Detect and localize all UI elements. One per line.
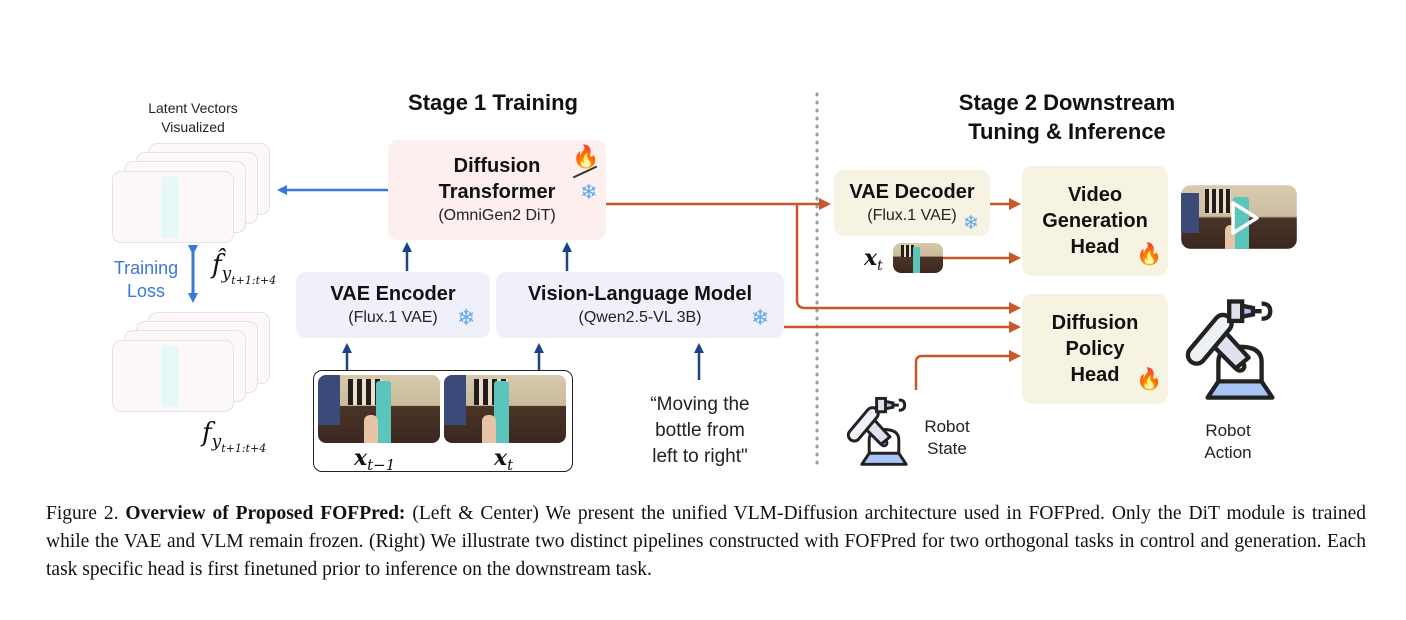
robot-arm-icon bbox=[1185, 292, 1294, 406]
target-flow-symbol: fyt+1:t+4 bbox=[202, 418, 266, 455]
policy-head-line1: Diffusion bbox=[1051, 312, 1139, 334]
dit-title-line2: Transformer bbox=[438, 181, 556, 203]
frame-label-current: xt bbox=[494, 445, 514, 474]
pred-f: f̂ bbox=[212, 250, 222, 280]
prompt-line3: left to right" bbox=[652, 446, 748, 467]
stage2-title-line2: Tuning & Inference bbox=[968, 119, 1166, 144]
stage2-title-line1: Stage 2 Downstream bbox=[958, 90, 1176, 115]
vae-decoder-subtitle: (Flux.1 VAE) bbox=[867, 207, 957, 224]
caption-body: (Left & Center) We present the unified V… bbox=[46, 503, 1366, 580]
snowflake-icon: ❄ bbox=[963, 213, 979, 234]
vae-decoder-title: VAE Decoder bbox=[849, 181, 975, 203]
predicted-latent-stack bbox=[112, 143, 272, 243]
target-latent-stack bbox=[112, 312, 272, 412]
fire-icon: 🔥 bbox=[1136, 243, 1163, 266]
latent-label-line2: Visualized bbox=[161, 119, 225, 135]
fire-icon: 🔥 bbox=[1136, 368, 1163, 391]
latent-label-line1: Latent Vectors bbox=[148, 100, 238, 116]
caption-bold-title: Overview of Proposed FOFPred: bbox=[125, 503, 406, 524]
arrow-dit-to-policy-head bbox=[795, 204, 1021, 314]
frame-prev-x: x bbox=[354, 445, 368, 471]
gt-sub: y bbox=[211, 432, 222, 452]
caption-figure-label: Figure 2. bbox=[46, 503, 119, 524]
dit-title-line1: Diffusion bbox=[453, 155, 541, 177]
xt-x: x bbox=[864, 245, 878, 271]
text-prompt: “Moving the bottle from left to right" bbox=[620, 392, 780, 470]
policy-head-line3: Head bbox=[1070, 364, 1120, 386]
fire-icon: 🔥 bbox=[572, 144, 600, 169]
robot-action-label: Robot Action bbox=[1190, 420, 1266, 464]
diffusion-policy-head-block[interactable]: Diffusion Policy Head bbox=[1022, 294, 1168, 404]
vision-language-model-block[interactable]: Vision-Language Model (Qwen2.5-VL 3B) bbox=[496, 272, 784, 338]
snowflake-icon: ❄ bbox=[751, 305, 770, 330]
stage2-title: Stage 2 Downstream Tuning & Inference bbox=[900, 88, 1234, 146]
gt-f: f bbox=[202, 418, 212, 448]
frame-cur-sub: t bbox=[507, 456, 514, 474]
predicted-flow-symbol: f̂yt+1:t+4 bbox=[212, 250, 276, 287]
frame-cur-x: x bbox=[494, 445, 508, 471]
latent-vectors-label: Latent Vectors Visualized bbox=[118, 99, 268, 137]
frame-label-prev: xt−1 bbox=[354, 445, 396, 474]
generated-video-output[interactable] bbox=[1181, 185, 1297, 249]
latent-frame bbox=[112, 340, 234, 412]
diffusion-transformer-block[interactable]: Diffusion Transformer (OmniGen2 DiT) bbox=[388, 140, 606, 240]
frame-prev-sub: t−1 bbox=[367, 456, 396, 474]
robot-arm-icon bbox=[846, 394, 922, 468]
latent-frame bbox=[112, 171, 234, 243]
robot-state-label: Robot State bbox=[912, 416, 982, 460]
xt-sub: t bbox=[877, 258, 883, 274]
policy-head-line2: Policy bbox=[1065, 338, 1125, 360]
video-head-line2: Generation bbox=[1042, 210, 1148, 232]
gt-subsub: t+1:t+4 bbox=[221, 442, 267, 455]
snowflake-icon: ❄ bbox=[580, 181, 598, 204]
vlm-subtitle: (Qwen2.5-VL 3B) bbox=[578, 309, 702, 326]
play-icon bbox=[1231, 201, 1259, 235]
pred-sub: y bbox=[221, 264, 232, 284]
video-head-line3: Head bbox=[1070, 236, 1120, 258]
stage1-title: Stage 1 Training bbox=[408, 90, 578, 115]
pred-subsub: t+1:t+4 bbox=[231, 274, 277, 287]
robot-state-line1: Robot bbox=[924, 417, 970, 436]
vae-decoder-block[interactable]: VAE Decoder (Flux.1 VAE) bbox=[834, 170, 990, 236]
frame-image-prev bbox=[318, 375, 440, 443]
video-generation-head-block[interactable]: Video Generation Head bbox=[1022, 166, 1168, 276]
training-loss-line2: Loss bbox=[126, 281, 166, 301]
xt-thumbnail bbox=[893, 243, 943, 273]
figure-caption: Figure 2. Overview of Proposed FOFPred: … bbox=[46, 500, 1366, 584]
input-frames-panel: xt−1 xt bbox=[313, 370, 573, 474]
snowflake-icon: ❄ bbox=[457, 305, 476, 330]
xt-input-label: xt bbox=[864, 245, 883, 274]
arrow-robot-state-to-policy-head bbox=[914, 350, 1021, 390]
video-head-line1: Video bbox=[1067, 184, 1123, 206]
robot-action-line1: Robot bbox=[1205, 421, 1251, 440]
robot-state-line2: State bbox=[927, 439, 967, 458]
training-loss-label: Training Loss bbox=[106, 257, 186, 303]
frame-image-current bbox=[444, 375, 566, 443]
prompt-line1: “Moving the bbox=[650, 394, 750, 415]
vae-encoder-block[interactable]: VAE Encoder (Flux.1 VAE) bbox=[296, 272, 490, 338]
vlm-title: Vision-Language Model bbox=[527, 283, 753, 305]
vae-encoder-title: VAE Encoder bbox=[330, 283, 456, 305]
training-loss-line1: Training bbox=[113, 258, 179, 278]
robot-action-line2: Action bbox=[1204, 443, 1252, 462]
prompt-line2: bottle from bbox=[655, 420, 745, 441]
vae-encoder-subtitle: (Flux.1 VAE) bbox=[348, 309, 438, 326]
dit-subtitle: (OmniGen2 DiT) bbox=[438, 207, 556, 224]
